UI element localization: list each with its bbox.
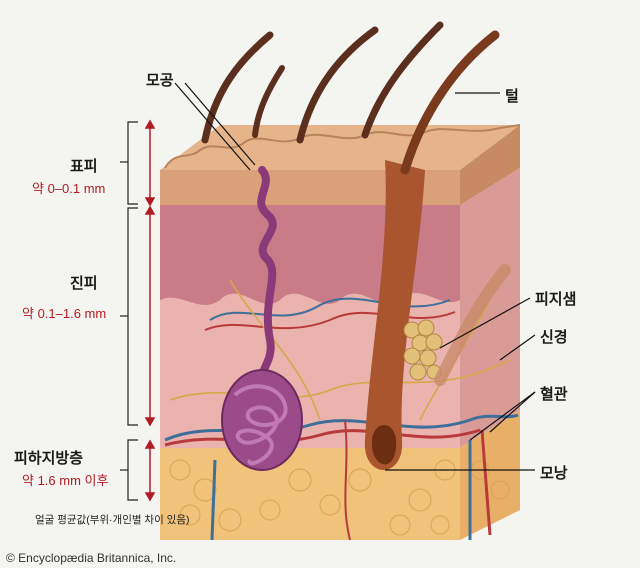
label-blood-vessel: 혈관 <box>540 386 568 403</box>
epidermis-front <box>160 170 460 205</box>
depth-arrows <box>144 119 156 502</box>
label-epidermis-depth: 약 0–0.1 mm <box>32 181 106 196</box>
label-subcutaneous-depth: 약 1.6 mm 이후 <box>22 473 109 488</box>
fat-layer-side <box>460 410 520 540</box>
leader-lines <box>174 82 536 471</box>
label-dermis: 진피 <box>70 275 98 292</box>
label-subcutaneous: 피하지방층 <box>14 450 84 467</box>
label-epidermis: 표피 <box>70 158 98 175</box>
label-nerve: 신경 <box>540 329 568 346</box>
sebaceous-gland <box>403 319 443 381</box>
epidermis-top <box>160 125 520 170</box>
epidermis-side <box>460 125 520 205</box>
arrector-pili <box>434 264 511 386</box>
copyright: © Encyclopædia Britannica, Inc. <box>6 551 177 565</box>
average-note: 얼굴 평균값(부위·개인별 차이 있음) <box>35 514 190 526</box>
label-sebaceous-gland: 피지샘 <box>535 291 577 308</box>
dermis-side <box>460 168 520 448</box>
label-hair-bulb: 모낭 <box>540 465 568 482</box>
label-dermis-depth: 약 0.1–1.6 mm <box>22 306 107 321</box>
sweat-gland-tubule <box>233 384 288 466</box>
label-hair: 털 <box>505 88 519 105</box>
hairs <box>201 21 500 175</box>
fat-layer-front <box>160 448 460 540</box>
sweat-duct <box>257 166 277 384</box>
label-pore: 모공 <box>146 72 174 89</box>
hair-follicle <box>364 160 425 470</box>
hair-papilla <box>371 425 397 465</box>
fat-cells <box>169 459 510 536</box>
layer-brackets <box>120 121 138 501</box>
